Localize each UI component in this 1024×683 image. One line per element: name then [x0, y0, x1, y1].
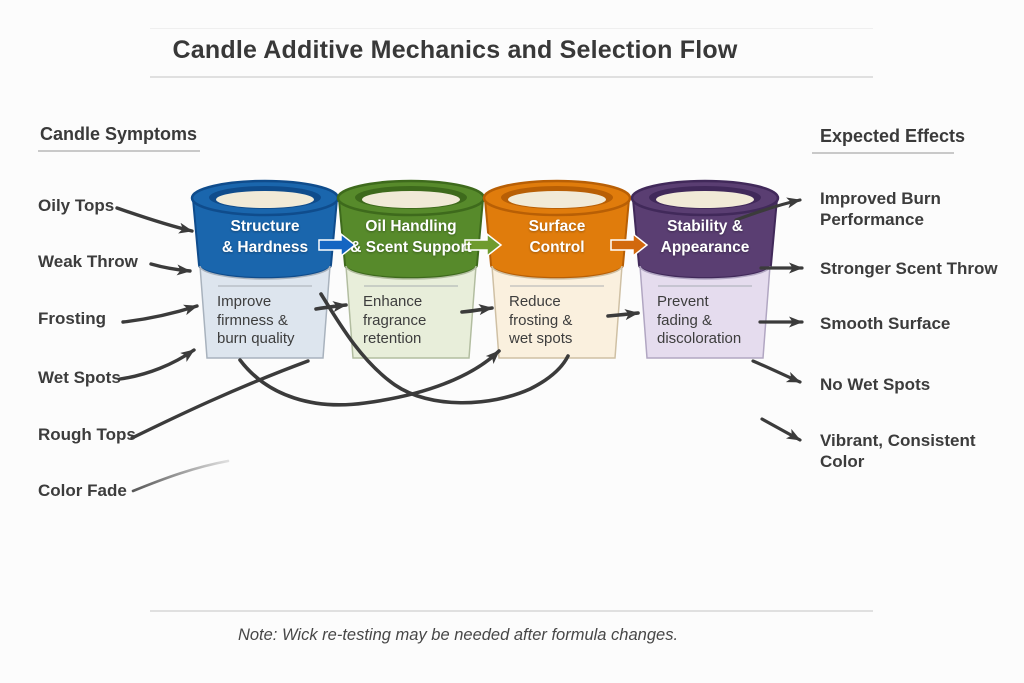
cross-flow-arrows-group: [238, 292, 570, 407]
arrow-color-fade: [131, 459, 230, 493]
arrow-vibrant-color: [760, 417, 802, 442]
arrow-improved-burn: [734, 197, 802, 222]
symptom-arrows-group: [115, 206, 310, 493]
body-arrow-3-4: [606, 309, 640, 321]
effects-header: Expected Effects: [820, 126, 966, 146]
arrow-weak-throw: [149, 262, 192, 276]
body-link-arrows-group: [314, 301, 640, 321]
effect-vibrant-color: Vibrant, Consistent Color: [820, 431, 976, 471]
stage-2-body-text: Enhance fragrance retention: [363, 293, 427, 347]
stage-2-band-label: Oil Handling & Scent Support: [350, 218, 472, 256]
footer-note: Note: Wick re-testing may be needed afte…: [237, 626, 679, 644]
effects-header-underline: [812, 152, 954, 154]
effect-arrows-group: [734, 197, 804, 442]
arrow-wet-spots: [118, 348, 196, 381]
symptom-color-fade: Color Fade: [38, 481, 127, 500]
note-divider: [150, 610, 873, 612]
symptom-frosting: Frosting: [38, 309, 106, 328]
symptom-weak-throw: Weak Throw: [38, 252, 138, 271]
arrow-no-wet-spots: [751, 359, 802, 384]
arrow-frosting: [121, 304, 199, 324]
symptom-rough-tops: Rough Tops: [38, 425, 136, 444]
stage-1-band-label: Structure & Hardness: [221, 218, 309, 256]
arrow-oily-tops: [115, 206, 194, 234]
stage-1-body-text: Improve firmness & burn quality: [217, 293, 295, 347]
effect-no-wet-spots: No Wet Spots: [820, 375, 931, 394]
body-arrow-2-3: [460, 304, 494, 316]
body-arrow-1-2: [314, 301, 348, 313]
effect-stronger-scent: Stronger Scent Throw: [820, 259, 998, 278]
stage-4-body-text: Prevent fading & discoloration: [657, 293, 742, 347]
symptoms-header: Candle Symptoms: [40, 124, 198, 144]
arrow-rough-tops: [130, 359, 310, 440]
symptom-oily-tops: Oily Tops: [38, 196, 115, 215]
effect-smooth-surface: Smooth Surface: [820, 314, 951, 333]
effect-improved-burn: Improved Burn Performance: [820, 189, 941, 229]
top-divider: [150, 28, 873, 29]
sweep-curve-under-candles: [319, 292, 570, 405]
sweep-arrow-to-surface-control: [238, 349, 501, 407]
page-title: Candle Additive Mechanics and Selection …: [172, 36, 738, 64]
title-divider: [150, 76, 873, 78]
stage-4-band-label: Stability & Appearance: [660, 218, 750, 256]
stage-3-band-label: Surface Control: [528, 218, 586, 256]
symptom-wet-spots: Wet Spots: [38, 368, 121, 387]
stage-3-body-text: Reduce frosting & wet spots: [509, 293, 573, 347]
symptoms-header-underline: [38, 150, 200, 152]
